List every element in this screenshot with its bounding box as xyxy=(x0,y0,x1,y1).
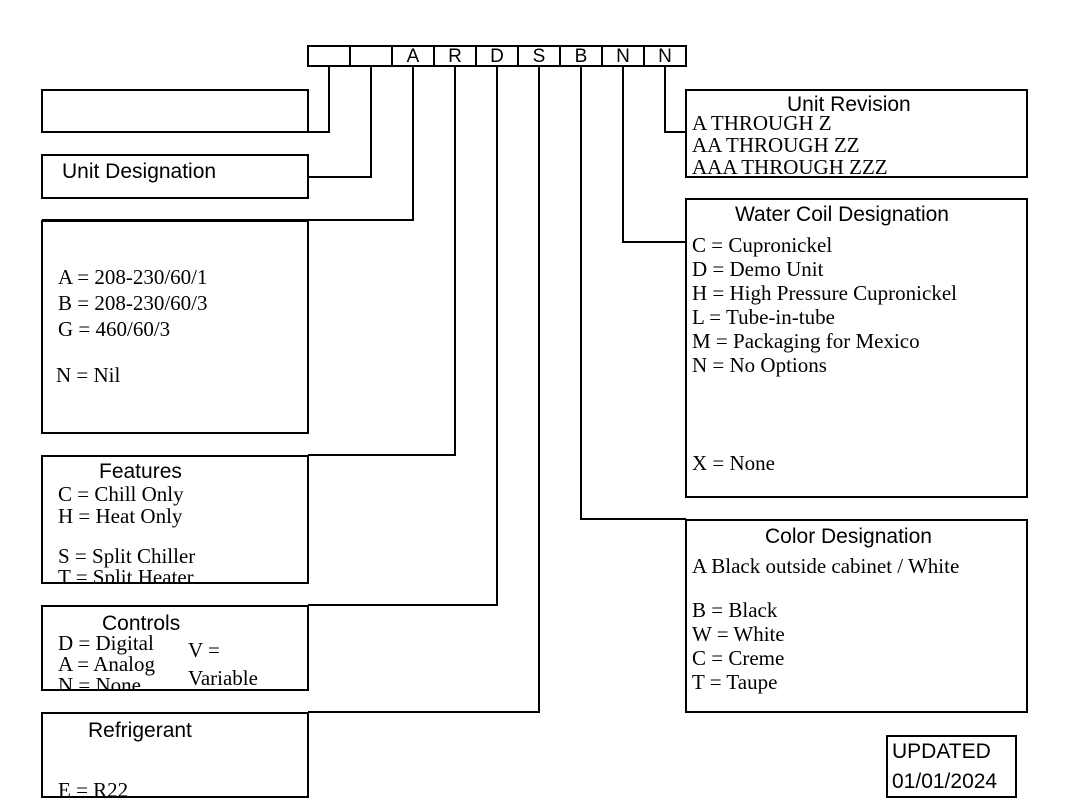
color-option: B = Black xyxy=(692,598,778,622)
updated-date: 01/01/2024 xyxy=(892,770,998,793)
water-coil-list: C = Cupronickel D = Demo Unit H = High P… xyxy=(692,233,957,377)
controls-variable-line: V = xyxy=(188,638,220,662)
features-list-2: S = Split Chiller T = Split Heater xyxy=(58,544,196,584)
code-cell-7: B xyxy=(574,46,588,67)
water-coil-option: H = High Pressure Cupronickel xyxy=(692,281,957,305)
features-option: C = Chill Only xyxy=(58,482,184,506)
voltage-option: A = 208-230/60/1 xyxy=(58,265,208,289)
voltage-option: G = 460/60/3 xyxy=(58,317,171,341)
unit-revision-title: Unit Revision xyxy=(787,93,911,116)
updated-box: UPDATED 01/01/2024 xyxy=(886,735,1017,798)
color-option: C = Creme xyxy=(692,646,785,670)
code-cell-2 xyxy=(350,46,392,66)
features-option: S = Split Chiller xyxy=(58,544,196,568)
controls-option: D = Digital xyxy=(58,631,154,655)
blank-box xyxy=(41,89,309,133)
water-coil-title: Water Coil Designation xyxy=(735,203,949,226)
water-coil-box: Water Coil Designation C = Cupronickel D… xyxy=(685,198,1028,498)
code-cell-5: D xyxy=(490,46,504,67)
unit-designation-box: Unit Designation xyxy=(41,154,309,199)
color-box: Color Designation A Black outside cabine… xyxy=(685,519,1028,713)
unit-designation-title: Unit Designation xyxy=(62,160,217,183)
water-coil-option: C = Cupronickel xyxy=(692,233,833,257)
unit-revision-list: A THROUGH Z AA THROUGH ZZ AAA THROUGH ZZ… xyxy=(692,111,888,178)
water-coil-option: L = Tube-in-tube xyxy=(692,305,835,329)
refrigerant-title: Refrigerant xyxy=(88,719,192,742)
unit-revision-option: AAA THROUGH ZZZ xyxy=(692,155,888,178)
code-cell-8: N xyxy=(616,46,630,67)
refrigerant-option: E = R22 xyxy=(58,778,129,798)
controls-list: D = Digital A = Analog N = None xyxy=(58,631,156,691)
code-cell-6: S xyxy=(532,46,546,67)
code-cell-9: N xyxy=(658,46,672,67)
water-coil-none: X = None xyxy=(692,451,775,475)
features-title: Features xyxy=(99,460,182,483)
features-box: Features C = Chill Only H = Heat Only S … xyxy=(41,455,309,584)
voltage-list: A = 208-230/60/1 B = 208-230/60/3 G = 46… xyxy=(58,264,208,342)
voltage-nil: N = Nil xyxy=(56,363,121,387)
updated-label: UPDATED xyxy=(892,740,991,763)
color-list: B = Black W = White C = Creme T = Taupe xyxy=(692,598,785,694)
water-coil-option: D = Demo Unit xyxy=(692,257,824,281)
controls-box: Controls D = Digital A = Analog N = None… xyxy=(41,605,309,691)
voltage-option: B = 208-230/60/3 xyxy=(58,291,208,315)
code-cell-1 xyxy=(308,46,350,66)
features-list: C = Chill Only H = Heat Only xyxy=(58,483,184,527)
refrigerant-box: Refrigerant E = R22 xyxy=(41,712,309,798)
voltage-box: A = 208-230/60/1 B = 208-230/60/3 G = 46… xyxy=(41,220,309,434)
color-option-a: A Black outside cabinet / White xyxy=(692,554,960,578)
controls-variable-line: Variable xyxy=(188,666,258,690)
controls-title: Controls xyxy=(102,612,181,635)
features-option: H = Heat Only xyxy=(58,504,183,528)
controls-option: N = None xyxy=(58,673,141,691)
color-title: Color Designation xyxy=(765,525,932,548)
unit-revision-option: AA THROUGH ZZ xyxy=(692,133,860,157)
code-cell-4: R xyxy=(448,46,462,67)
water-coil-option: N = No Options xyxy=(692,353,827,377)
water-coil-option: M = Packaging for Mexico xyxy=(692,329,920,353)
code-cell-3: A xyxy=(406,46,420,67)
controls-variable: V = Variable xyxy=(188,636,258,690)
features-option: T = Split Heater xyxy=(58,565,194,584)
unit-revision-option: A THROUGH Z xyxy=(692,111,832,135)
unit-revision-box: Unit Revision A THROUGH Z AA THROUGH ZZ … xyxy=(685,89,1028,178)
color-option: T = Taupe xyxy=(692,670,778,694)
color-option: W = White xyxy=(692,622,785,646)
controls-option: A = Analog xyxy=(58,652,156,676)
